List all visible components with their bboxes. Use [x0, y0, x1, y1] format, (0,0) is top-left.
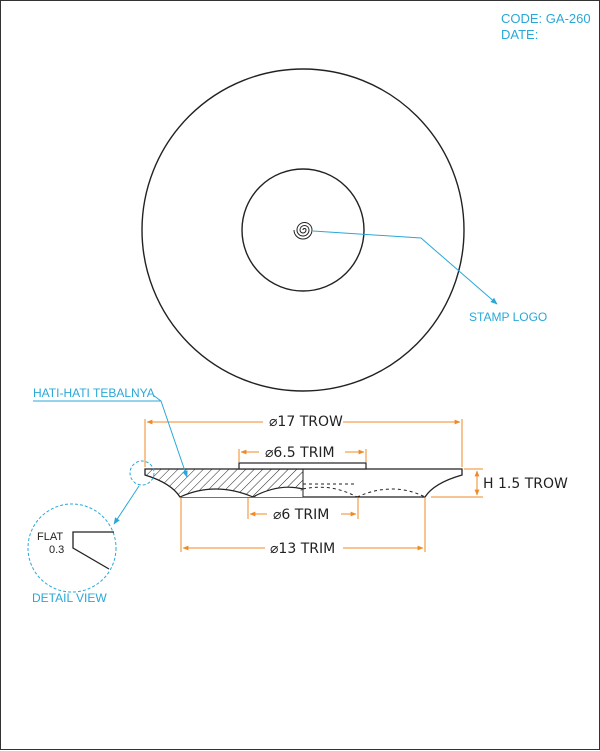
detail-view-label: DETAIL VIEW: [32, 591, 107, 605]
bottom-scallops-hidden: [302, 486, 426, 498]
dimension-labels: ⌀17 TROW ⌀6.5 TRIM ⌀6 TRIM ⌀13 TRIM H 1.…: [259, 411, 568, 557]
title-block: CODE: GA-260 DATE:: [501, 11, 591, 43]
outer-circle: [141, 68, 465, 392]
thickness-callout: HATI-HATI TEBALNYA: [33, 386, 188, 478]
date-label: DATE:: [501, 27, 539, 42]
detail-circle: [27, 503, 117, 593]
dim-base-label: ⌀13 TRIM: [270, 541, 335, 557]
detail-flat-label: FLAT: [37, 531, 63, 543]
dim-bottom-inner-label: ⌀6 TRIM: [273, 507, 329, 523]
dim-height-label: H 1.5 TROW: [483, 476, 568, 492]
dim-outer-label: ⌀17 TROW: [269, 414, 343, 430]
stamp-logo-label: STAMP LOGO: [469, 310, 547, 324]
detail-leader: [113, 485, 140, 525]
top-view: STAMP LOGO: [141, 68, 547, 392]
spiral-stamp-icon: [293, 222, 313, 240]
code-label: CODE: GA-260: [501, 11, 591, 26]
thickness-warning-label: HATI-HATI TEBALNYA: [33, 386, 155, 400]
detail-flat-value: 0.3: [49, 544, 64, 556]
bottom-scallops-white: [183, 489, 303, 497]
top-recess: [238, 462, 367, 470]
detail-view: FLAT 0.3 DETAIL VIEW: [27, 460, 155, 605]
section-view: [144, 462, 463, 498]
detail-profile: [72, 531, 114, 570]
detail-marker-circle: [129, 460, 155, 486]
inner-circle: [241, 168, 365, 292]
dim-top-recess-label: ⌀6.5 TRIM: [265, 445, 335, 461]
thickness-leader-start: [152, 394, 162, 402]
stamp-logo-leader: [312, 230, 498, 305]
thickness-leader: [33, 400, 188, 478]
